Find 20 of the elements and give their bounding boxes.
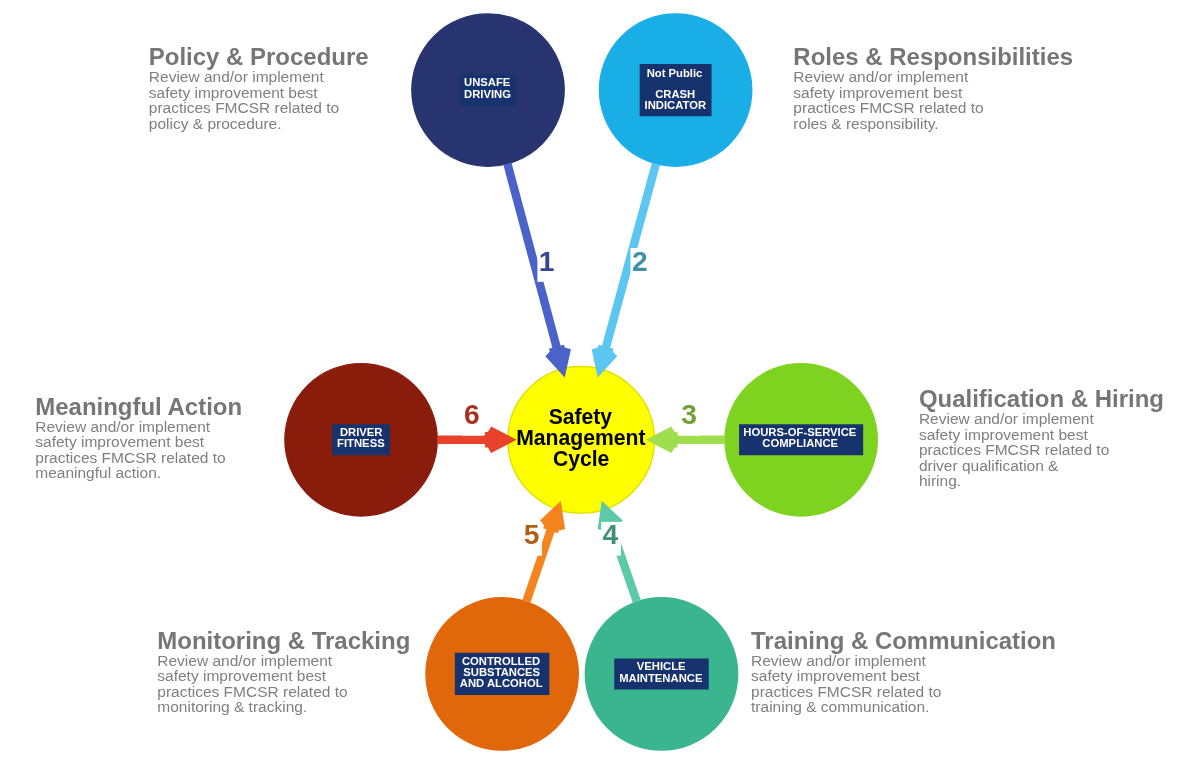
edge-label: 6	[463, 398, 480, 431]
node-label: Monitoring & Tracking	[156, 626, 410, 654]
node-circle: DRIVER FITNESS	[283, 362, 438, 517]
edge-label: 1	[538, 244, 554, 277]
node-label: Training & Communication	[750, 626, 1056, 654]
node-label: Qualification & Hiring	[918, 384, 1164, 412]
node-circle: CONTROLLED SUBSTANCES AND ALCOHOL	[424, 597, 579, 751]
node-circle: HOURS-OF-SERVICE COMPLIANCE	[723, 362, 878, 517]
node-label: Policy & Procedure	[148, 42, 369, 70]
node-circle: Not Public CRASH INDICATOR	[598, 13, 752, 167]
edge-label: 2	[631, 244, 648, 277]
node-circle: UNSAFE DRIVING	[410, 13, 565, 167]
node-label: Roles & Responsibilities	[792, 42, 1073, 70]
node-circle: VEHICLE MAINTENANCE	[584, 597, 738, 751]
arrow	[649, 426, 725, 454]
edge-label: 4	[602, 518, 618, 551]
node-label: Meaningful Action	[34, 392, 242, 420]
edge-label: 5	[523, 518, 539, 551]
edge-label: 3	[680, 398, 697, 431]
node-circle: Safety Management Cycle	[506, 365, 655, 514]
